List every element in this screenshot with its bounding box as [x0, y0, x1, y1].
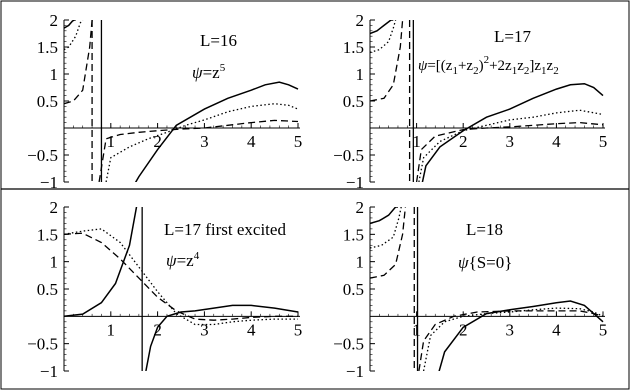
- psi-symbol: ψ: [166, 251, 177, 270]
- panel-title: L=17: [494, 27, 531, 46]
- psi-symbol: ψ: [192, 63, 203, 82]
- panel-l17: L=17 ψ=[(z1+z2)2+2z1z2]z1z2 −1−0.50.511.…: [333, 11, 607, 192]
- y-tick-label: 1.5: [37, 225, 58, 244]
- wavefunction-exponent: 5: [220, 62, 226, 74]
- x-tick-label: 4: [552, 132, 561, 151]
- y-tick-label: −1: [346, 173, 364, 192]
- x-tick-label: 2: [153, 132, 162, 151]
- psi-symbol: ψ: [418, 58, 428, 74]
- y-tick-label: 0.5: [37, 280, 58, 299]
- wf-sub: 1: [541, 65, 547, 77]
- y-tick-label: 1.5: [37, 38, 58, 57]
- wf-sub: 1: [512, 65, 518, 77]
- series-curve-solid: [421, 82, 604, 182]
- series-curve-solid: [134, 81, 299, 182]
- panel-title: L=17 first excited: [164, 220, 286, 239]
- wf-part: =[(z: [427, 58, 452, 74]
- left-branch-curve-dashed: [370, 207, 407, 279]
- wavefunction-label: ψ=[(z1+z2)2+2z1z2]z1z2: [418, 54, 559, 77]
- wf-part: z: [547, 58, 554, 74]
- y-tick-label: 2: [50, 11, 59, 30]
- y-tick-label: 0.5: [343, 92, 364, 111]
- series-curve-solid: [438, 300, 604, 371]
- x-tick-label: 2: [459, 132, 468, 151]
- wf-part: ]z: [529, 58, 541, 74]
- left-branch-curve-dashed: [370, 20, 404, 102]
- wavefunction-eq: {S=0}: [469, 253, 513, 272]
- x-tick-label: 5: [294, 320, 303, 339]
- y-tick-label: 0.5: [343, 280, 364, 299]
- y-tick-label: 1: [356, 253, 365, 272]
- series-curve-dashed: [418, 310, 604, 371]
- wf-part: ): [479, 58, 484, 74]
- y-tick-label: −0.5: [27, 335, 58, 354]
- x-tick-label: 5: [294, 132, 303, 151]
- x-tick-label: 3: [200, 320, 209, 339]
- series-curve-dashed: [64, 232, 298, 321]
- x-tick-label: 4: [552, 320, 561, 339]
- y-tick-label: −0.5: [27, 146, 58, 165]
- y-tick-label: 1.5: [343, 38, 364, 57]
- y-tick-label: −1: [40, 362, 58, 381]
- wf-part: z: [517, 58, 524, 74]
- y-tick-label: 1: [50, 253, 59, 272]
- series-curve-dotted: [105, 103, 299, 182]
- series-curve-dotted: [418, 109, 604, 182]
- wf-sub: 1: [452, 65, 458, 77]
- x-tick-label: 1: [107, 320, 116, 339]
- y-tick-label: −1: [346, 362, 364, 381]
- x-tick-label: 4: [247, 320, 256, 339]
- series-curve-dotted: [422, 307, 604, 371]
- x-tick-label: 1: [412, 132, 421, 151]
- panel-l18: L=18 ψ{S=0} −1 −0.5 0.5 1 1.5 2 1 2 3 4 5: [333, 198, 607, 381]
- wf-sup: 2: [484, 54, 490, 66]
- wavefunction-label: ψ{S=0}: [458, 253, 512, 272]
- wavefunction-label: ψ=z4: [166, 250, 200, 270]
- left-branch-curve-solid: [64, 20, 76, 29]
- wf-sub: 2: [473, 65, 479, 77]
- series-curve-solid: [145, 304, 299, 371]
- y-tick-label: 1: [50, 65, 59, 84]
- wf-sub: 2: [553, 65, 559, 77]
- series-curve-solid: [64, 207, 138, 318]
- wf-sub: 2: [524, 65, 530, 77]
- wavefunction-label: ψ=z5: [192, 62, 226, 82]
- x-tick-label: 5: [599, 132, 608, 151]
- panel-title: L=16: [200, 31, 237, 50]
- left-branch-curve-dashed: [64, 20, 93, 105]
- wavefunction-exponent: 4: [194, 250, 200, 262]
- wavefunction-eq: =z: [177, 251, 195, 270]
- x-tick-label: 3: [200, 132, 209, 151]
- x-tick-label: 4: [247, 132, 256, 151]
- x-tick-label: 3: [506, 320, 515, 339]
- y-tick-label: 0.5: [37, 92, 58, 111]
- wavefunction-eq: =z: [203, 63, 221, 82]
- x-tick-label: 2: [459, 320, 468, 339]
- left-branch-curve-solid: [370, 207, 398, 225]
- y-tick-label: −0.5: [333, 335, 364, 354]
- y-tick-label: −0.5: [333, 146, 364, 165]
- x-tick-label: 2: [153, 320, 162, 339]
- series-curve-dashed: [415, 121, 604, 182]
- y-tick-label: 1.5: [343, 225, 364, 244]
- wf-part: +2z: [489, 58, 512, 74]
- x-tick-label: 5: [599, 320, 608, 339]
- panel-title: L=18: [466, 220, 503, 239]
- psi-symbol: ψ: [458, 253, 469, 272]
- x-tick-label: 3: [506, 132, 515, 151]
- left-branch-curve-solid: [370, 20, 394, 35]
- y-tick-label: 2: [356, 198, 365, 217]
- y-tick-label: 2: [356, 11, 365, 30]
- x-tick-label: 1: [107, 132, 116, 151]
- y-tick-label: 1: [356, 65, 365, 84]
- y-tick-label: −1: [40, 173, 58, 192]
- y-tick-label: 2: [50, 198, 59, 217]
- x-tick-label: 1: [412, 320, 421, 339]
- wf-part: +z: [458, 58, 473, 74]
